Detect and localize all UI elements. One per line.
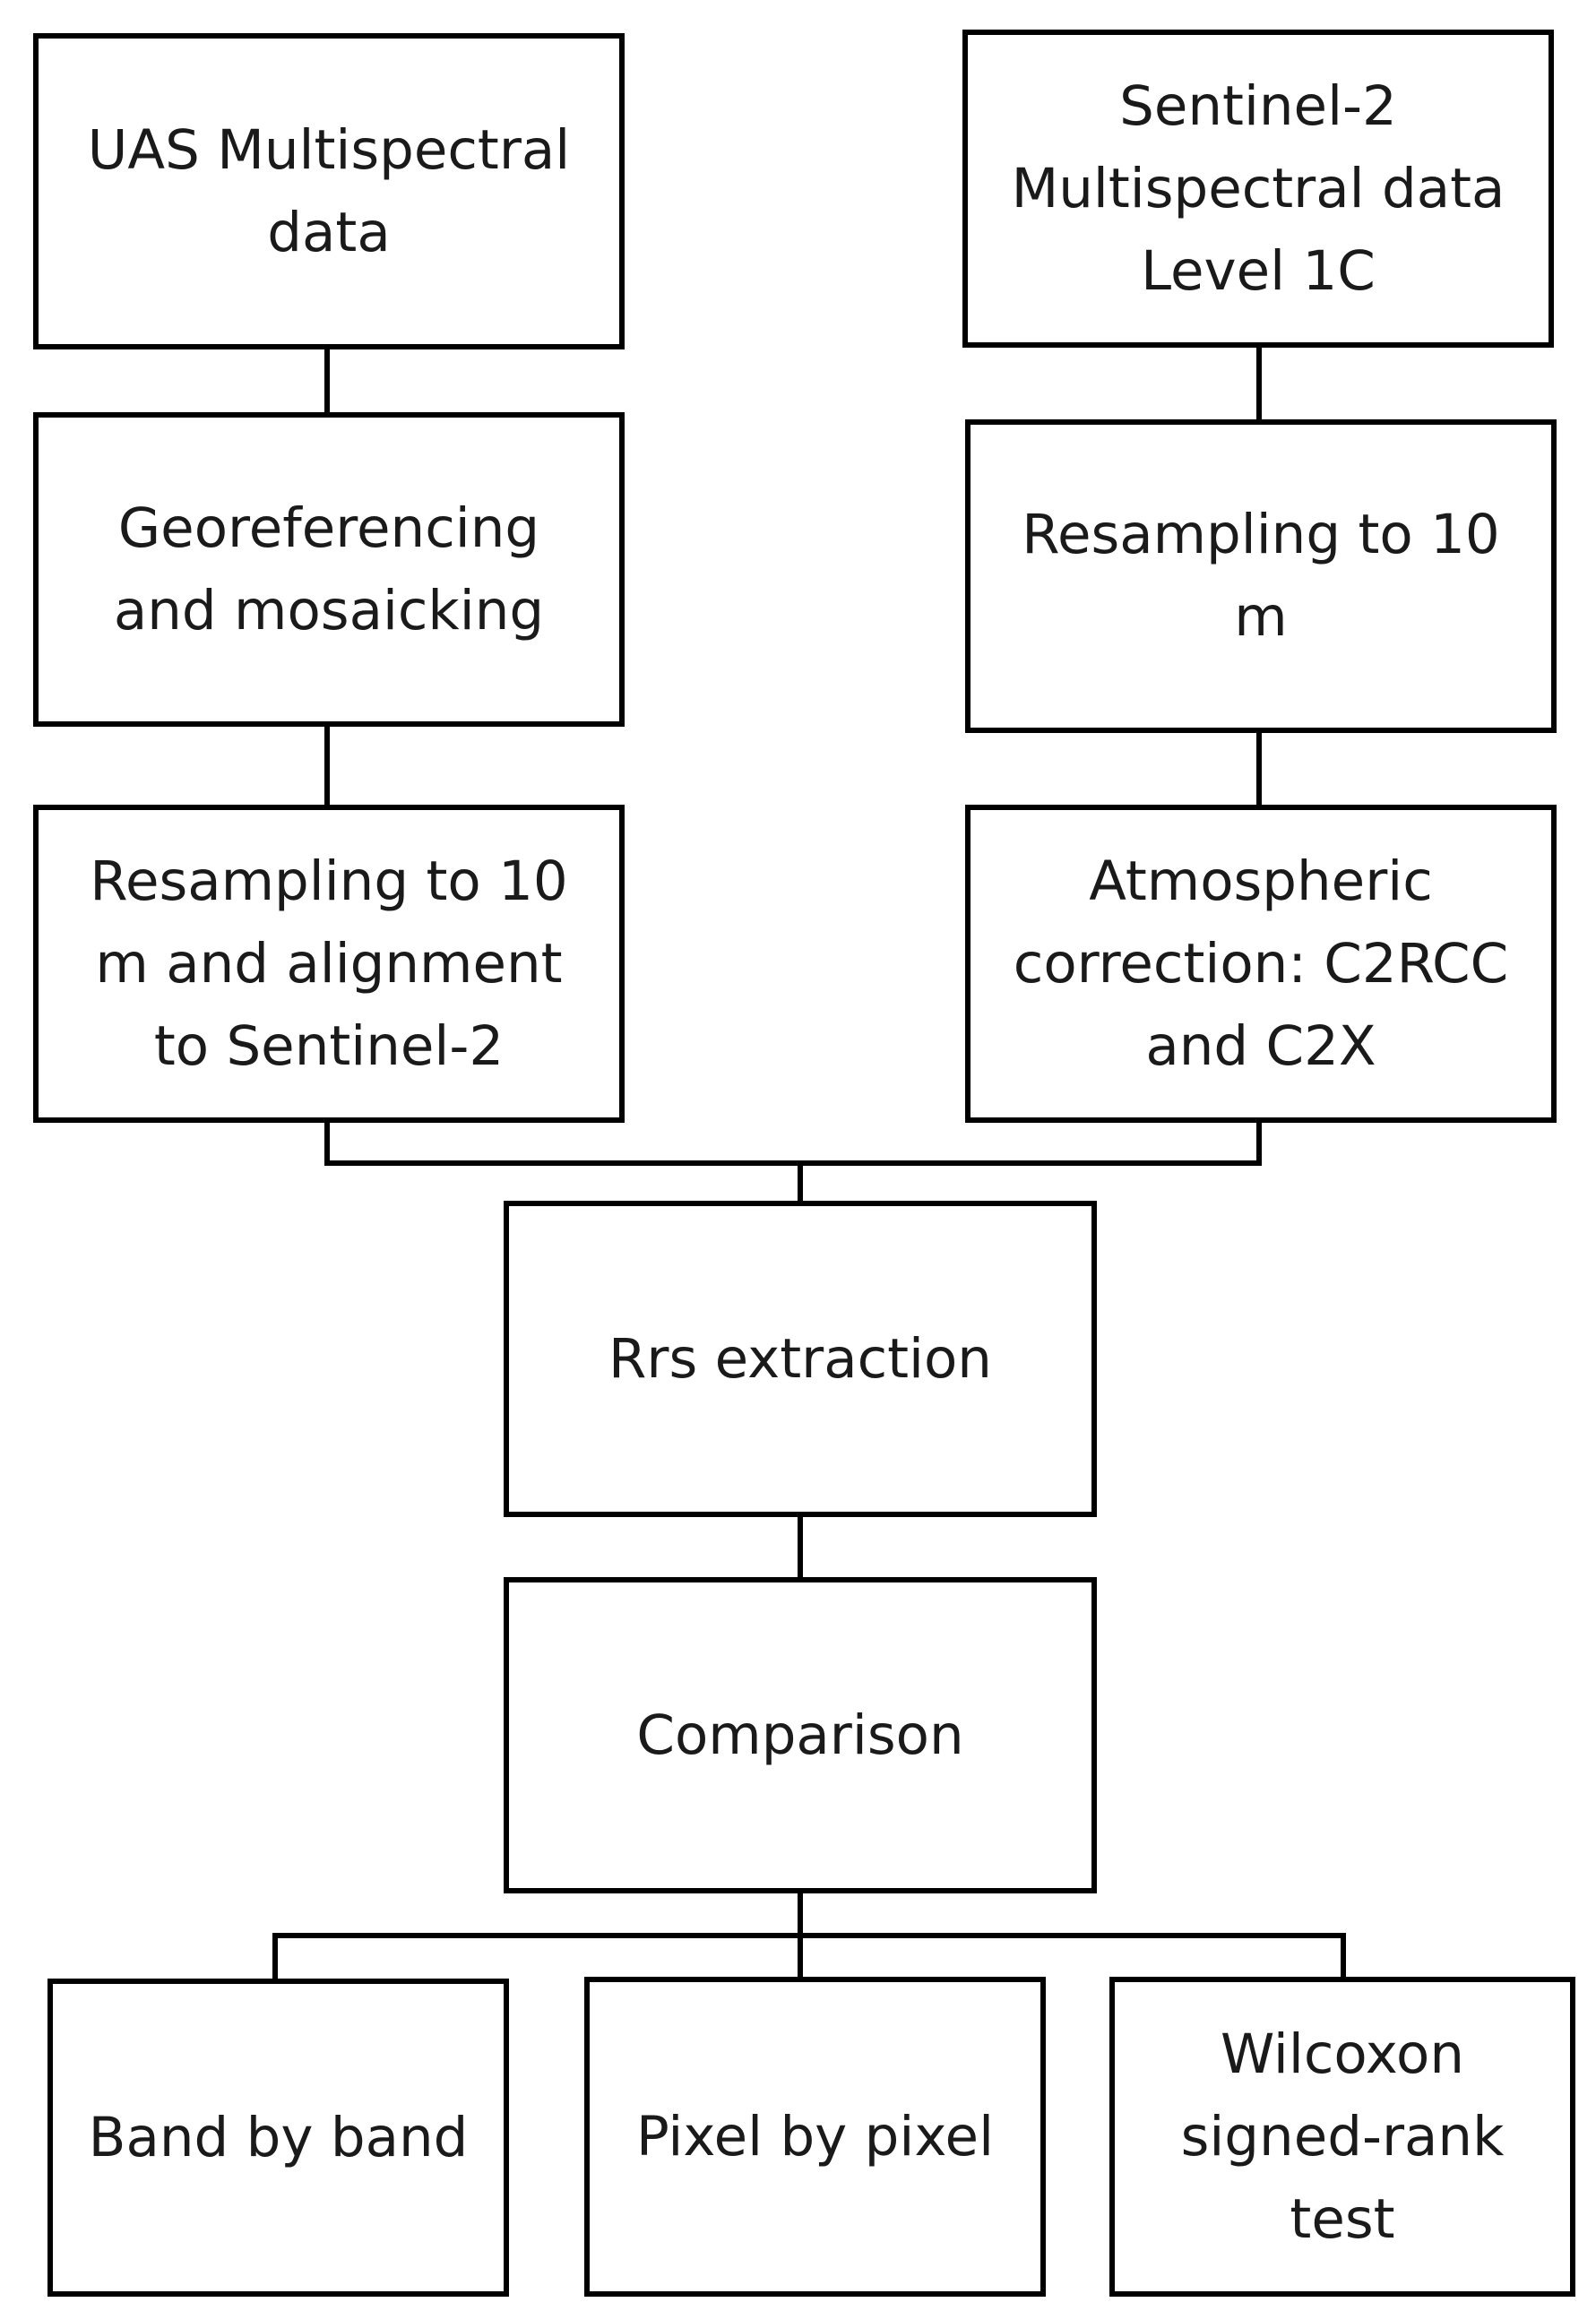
node-rrs-extraction: Rrs extraction [504,1201,1097,1517]
node-uas-resampling-label: Resampling to 10 m and alignment to Sent… [90,849,568,1078]
node-atmospheric-correction: Atmospheric correction: C2RCC and C2X [965,805,1557,1123]
node-wilcoxon-test-label: Wilcoxon signed-rank test [1180,2022,1505,2251]
node-wilcoxon-test: Wilcoxon signed-rank test [1109,1977,1575,2297]
node-atmospheric-correction-label: Atmospheric correction: C2RCC and C2X [1013,849,1509,1078]
node-comparison: Comparison [504,1577,1097,1893]
node-georeferencing: Georeferencing and mosaicking [33,412,625,727]
node-s2-resampling: Resampling to 10 m [965,419,1557,733]
node-rrs-extraction-label: Rrs extraction [608,1326,992,1391]
node-georeferencing-label: Georeferencing and mosaicking [113,496,545,642]
node-uas-multispectral-data-label: UAS Multispectral data [87,117,571,264]
node-uas-resampling: Resampling to 10 m and alignment to Sent… [33,805,625,1123]
connector-merge [324,1117,1262,1166]
node-sentinel2-data: Sentinel-2 Multispectral data Level 1C [962,30,1554,348]
node-uas-multispectral-data: UAS Multispectral data [33,33,625,349]
node-comparison-label: Comparison [636,1703,964,1767]
node-band-by-band: Band by band [47,1979,509,2297]
node-band-by-band-label: Band by band [88,2105,469,2169]
node-pixel-by-pixel-label: Pixel by pixel [635,2104,995,2169]
node-sentinel2-data-label: Sentinel-2 Multispectral data Level 1C [1011,73,1505,303]
node-s2-resampling-label: Resampling to 10 m [1022,503,1500,649]
connector-split [272,1933,1346,1981]
node-pixel-by-pixel: Pixel by pixel [584,1977,1046,2297]
